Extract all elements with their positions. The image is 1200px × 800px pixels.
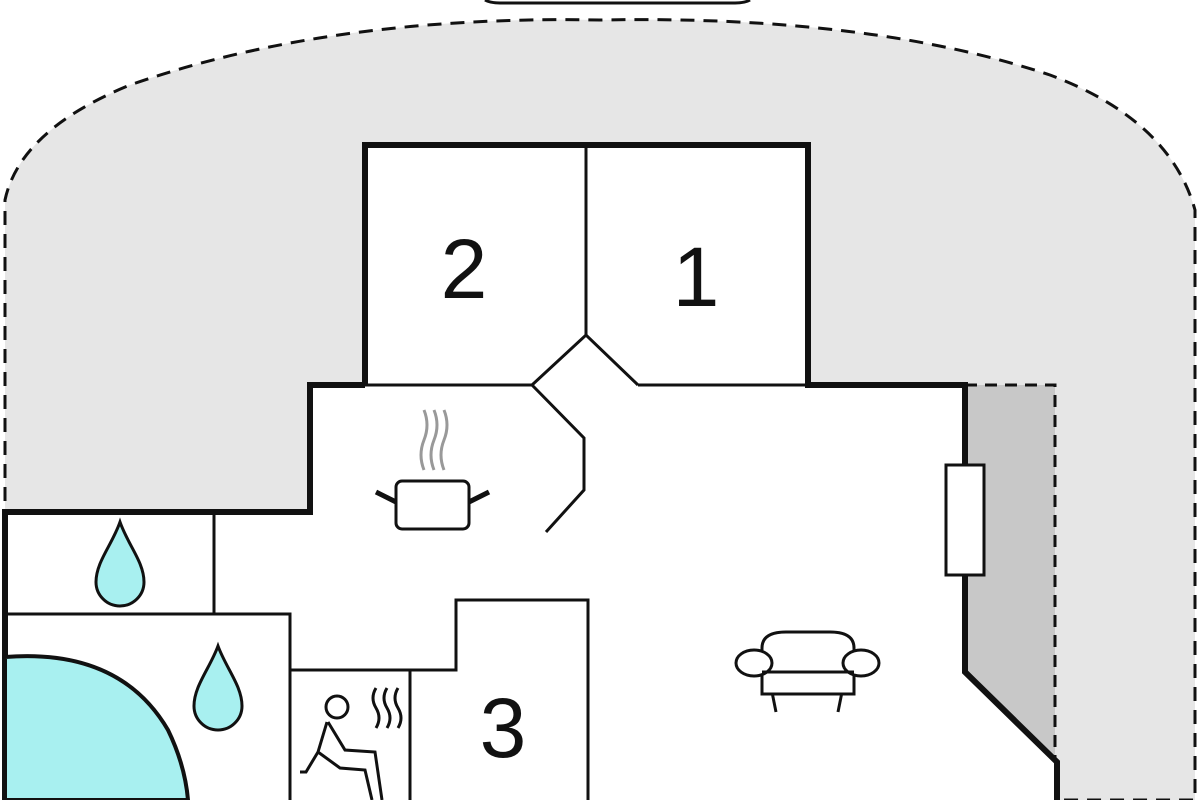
outer-wall: [362, 142, 1060, 800]
top-marker: [484, 0, 751, 5]
interior-walls: [5, 145, 808, 800]
water-drop-icon: [94, 517, 146, 608]
kitchen-pot-icon: [374, 409, 491, 531]
room-1-label: 1: [673, 230, 720, 324]
room-3-label: 3: [480, 681, 527, 775]
water-drop-icon: [192, 641, 244, 732]
room-2-label: 2: [441, 222, 488, 316]
sofa-icon: [734, 630, 881, 713]
outer-wall-west: [2, 382, 365, 800]
radiator-icon: [944, 463, 986, 577]
sauna-icon: [300, 687, 403, 800]
pool-icon: [3, 654, 191, 800]
